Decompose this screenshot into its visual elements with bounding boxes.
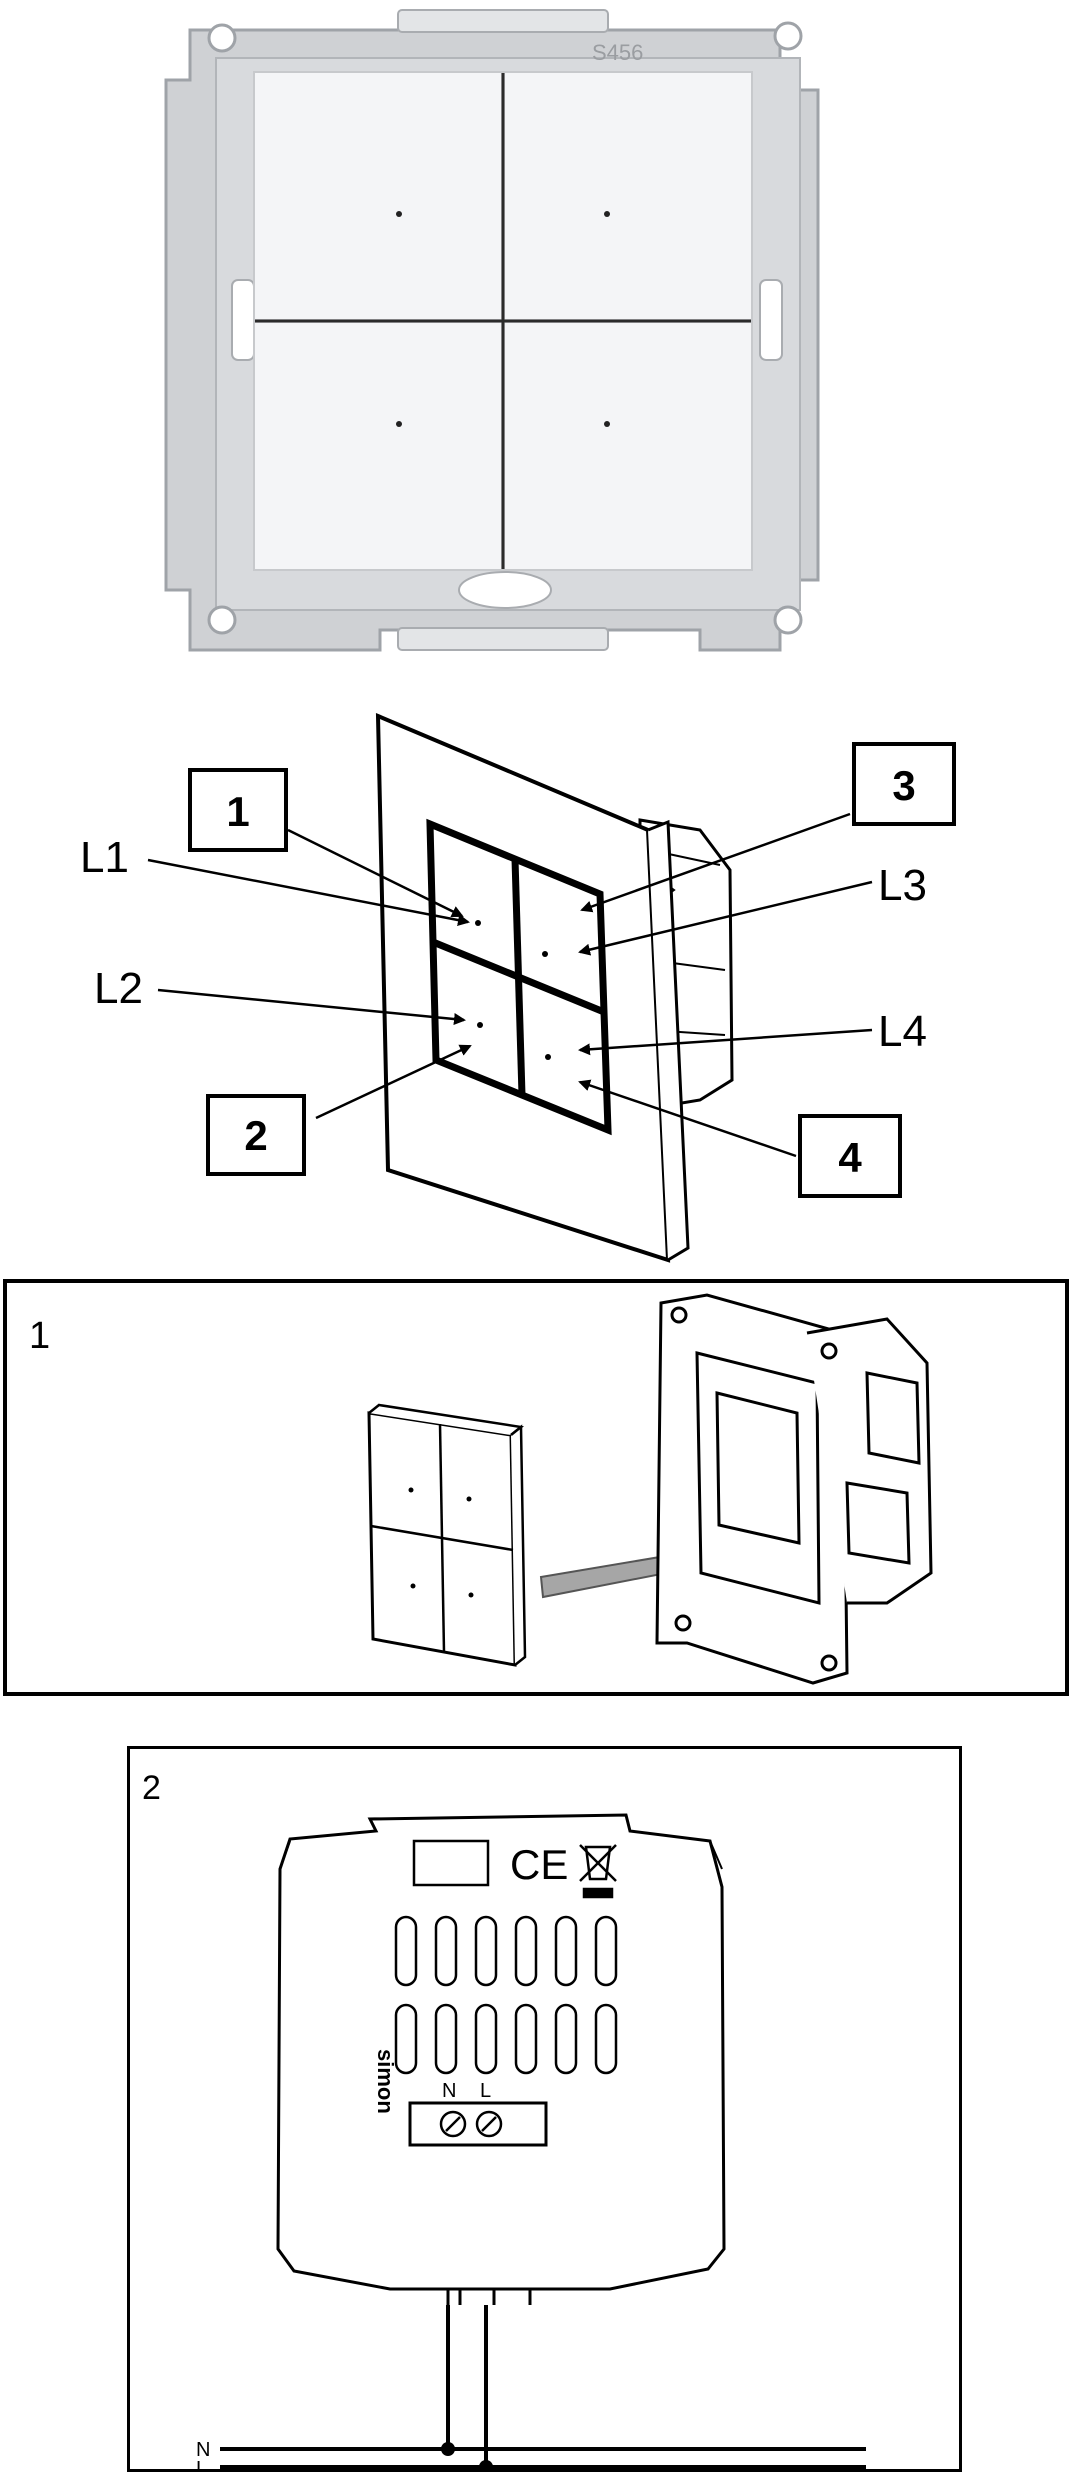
terminal-label-l: L (480, 2080, 491, 2102)
module-body (276, 1813, 726, 2291)
supply-label-n: N (196, 2439, 210, 2461)
key-bottom-right (505, 323, 752, 570)
screw-hole-icon (207, 23, 237, 53)
weee-bin-icon (579, 1844, 617, 1899)
led-dot-icon (604, 421, 610, 427)
diagram-text: 2 (244, 1112, 267, 1159)
ce-mark-icon: CE (510, 1841, 568, 1888)
key-bottom-left (254, 323, 501, 570)
callout-box-2: 2 (206, 1094, 306, 1176)
diagram-text: 1 (226, 788, 249, 835)
key-top-right (505, 72, 752, 319)
brand-logo: simon (373, 2049, 398, 2114)
diagram-text: 4 (838, 1134, 862, 1181)
mechanism-insert (655, 1293, 933, 1685)
step-1-panel: 1 (3, 1279, 1069, 1696)
diagram-text: 3 (892, 762, 915, 809)
callout-box-3: 3 (852, 742, 956, 826)
label-l3: L3 (878, 861, 927, 910)
step-2-panel: 2 CE simon N L (127, 1746, 962, 2472)
label-l2: L2 (94, 964, 143, 1013)
led-dot-icon (396, 421, 402, 427)
step-number: 1 (29, 1315, 51, 1357)
label-l4: L4 (878, 1007, 927, 1056)
screw-hole-icon (773, 605, 803, 635)
callout-box-4: 4 (798, 1114, 902, 1198)
step-number: 2 (142, 1769, 161, 1807)
terminal-label-n: N (442, 2080, 456, 2102)
led-dot-icon (604, 211, 610, 217)
led-dot-icon (396, 211, 402, 217)
labeled-switch-diagram: 1 2 3 4 L1 L2 L3 L4 (0, 700, 1077, 1270)
screw-hole-icon (773, 21, 803, 51)
callout-box-1: 1 (188, 768, 288, 852)
product-photo: S456 (0, 0, 1077, 660)
supply-label-l: L (196, 2458, 207, 2469)
frame-mark: S456 (592, 40, 643, 65)
key-top-left (254, 72, 501, 319)
label-l1: L1 (80, 833, 129, 882)
screw-hole-icon (207, 605, 237, 635)
